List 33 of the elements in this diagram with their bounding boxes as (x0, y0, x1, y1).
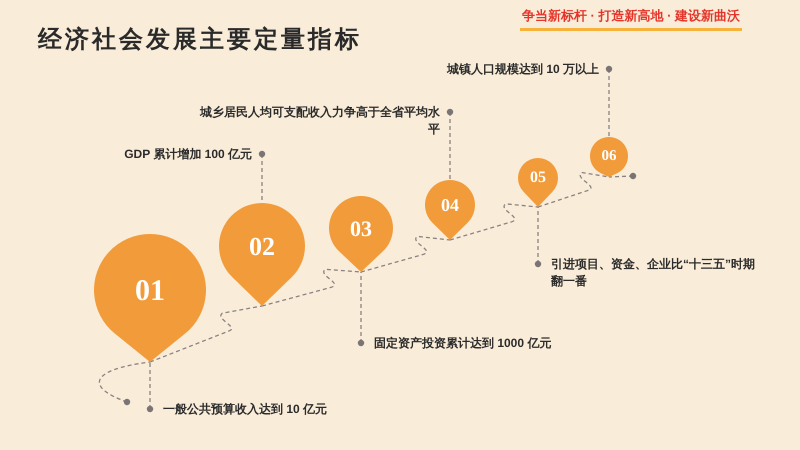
step-number: 05 (530, 168, 546, 188)
indicator-text: 引进项目、资金、企业比“十三五”时期翻一番 (551, 256, 756, 290)
title: 经济社会发展主要定量指标 (38, 25, 362, 55)
leader-line (146, 362, 154, 412)
step-number: 06 (602, 146, 616, 166)
dashed-path-line (98, 361, 150, 406)
dashed-path-line (150, 305, 262, 363)
leader-line (446, 108, 454, 180)
step-number: 02 (249, 230, 275, 262)
leader-line (606, 66, 612, 137)
leader-line (534, 207, 542, 268)
map-pin-marker (518, 158, 558, 207)
dashed-path-line (538, 172, 610, 208)
slogan-banner: 争当新标杆 · 打造新高地 · 建设新曲沃 (520, 6, 742, 30)
map-pin-marker (94, 234, 206, 362)
indicator-text: 城镇人口规模达到 10 万以上 (446, 61, 599, 78)
leader-line (258, 150, 266, 203)
dashed-path-line (262, 268, 362, 307)
step-number: 01 (135, 272, 165, 308)
indicator-text: 城乡居民人均可支配收入力争高于全省平均水平 (198, 104, 440, 138)
indicator-text: 固定资产投资累计达到 1000 亿元 (374, 335, 552, 352)
map-pin-marker (329, 196, 393, 272)
map-pin-marker (425, 180, 475, 240)
step-number: 04 (441, 194, 459, 216)
indicator-text: 一般公共预算收入达到 10 亿元 (163, 401, 328, 418)
map-pin-marker (590, 137, 628, 177)
indicator-text: GDP 累计增加 100 亿元 (123, 146, 252, 163)
dashed-path-line (608, 172, 636, 180)
leader-line (358, 272, 364, 346)
map-pin-marker (219, 203, 305, 306)
dashed-path-line (450, 203, 538, 241)
step-number: 03 (350, 214, 372, 242)
dashed-path-line (360, 236, 450, 273)
